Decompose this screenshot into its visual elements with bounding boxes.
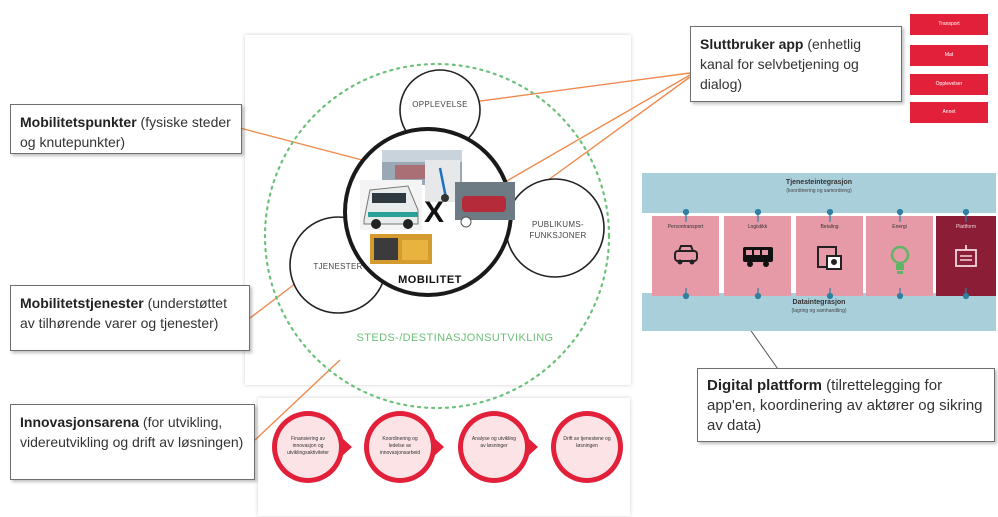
callout-sluttbruker-app: Sluttbruker app (enhetlig kanal for selv… [690, 26, 902, 102]
app-menu-opplevelser[interactable]: Opplevelser [910, 74, 988, 95]
process-step-text: Analyse og utvikling av løsninger [471, 436, 517, 449]
outer-dotted-circle [263, 62, 611, 410]
process-step-text: Koordinering og ledelse av innovasjonsar… [379, 436, 421, 456]
connector-app-1 [457, 72, 691, 105]
callout-digital-plattform: Digital plattform (tilrettelegging for a… [697, 368, 995, 442]
callout-title: Innovasjonsarena [20, 414, 140, 430]
callout-title: Mobilitetspunkter [20, 114, 137, 130]
process-step-text: Finansiering av innovasjon og utviklings… [287, 436, 329, 456]
tile-label: Energi [892, 224, 907, 230]
center-title: MOBILITET [398, 274, 462, 286]
connector-mobilitetspunkter [239, 127, 363, 161]
band-dataintegrasjon: Dataintegrasjon (lagring og samhandling) [642, 293, 996, 331]
lightbulb-icon [890, 245, 909, 274]
car-icon [673, 245, 698, 265]
process-step-1: Finansiering av innovasjon og utviklings… [271, 410, 345, 484]
tile-logistikk: Logistikk [724, 216, 791, 296]
band-title: Tjenesteintegrasjon [785, 179, 853, 186]
callout-innovasjonsarena: Innovasjonsarena (for utvikling, videreu… [10, 404, 255, 480]
callout-text: (fysiske steder og knutepunkter) [20, 114, 231, 150]
tile-label: Betaling [820, 224, 839, 230]
tile-energi: Energi [866, 216, 933, 296]
tile-label: Plattform [955, 224, 976, 230]
tile-persontransport: Persontransport [652, 216, 719, 296]
tile-label: Persontransport [667, 224, 704, 230]
callout-mobilitetstjenester: Mobilitetstjenester (understøttet av til… [10, 285, 250, 351]
callout-title: Digital plattform [707, 377, 822, 394]
callout-text: (enhetlig kanal for selvbetjening og dia… [700, 36, 862, 92]
process-step-3: Analyse og utvikling av løsninger [457, 410, 531, 484]
callout-mobilitetspunkter: Mobilitetspunkter (fysiske steder og knu… [10, 104, 242, 154]
tile-plattform: Plattform [936, 216, 996, 296]
connector-innovasjonsarena [254, 359, 341, 441]
callout-text: (understøttet av tilhørende varer og tje… [20, 295, 227, 331]
callout-title: Sluttbruker app [700, 36, 804, 52]
platform-icon [955, 245, 977, 267]
circle-tjenester-label: TJENESTER [313, 262, 363, 271]
process-step-2: Koordinering og ledelse av innovasjonsar… [363, 410, 437, 484]
tile-betaling: Betaling [796, 216, 863, 296]
band-subtitle: (koordinering og samordning) [786, 188, 852, 194]
callout-text: (tilrettelegging for app'en, koordinerin… [707, 377, 983, 434]
callout-text: (for utvikling, videreutvikling og drift… [20, 414, 244, 450]
circle-opplevelse-label: OPPLEVELSE [412, 100, 468, 109]
tile-label: Logistikk [747, 224, 768, 230]
payment-icon [816, 246, 842, 270]
center-symbol: X [424, 196, 445, 229]
process-step-text: Drift av tjenestene og løsningen [563, 436, 611, 449]
callout-title: Mobilitetstjenester [20, 295, 144, 311]
band-subtitle: (lagring og samhandling) [791, 308, 847, 314]
band-tjenesteintegrasjon: Tjenesteintegrasjon (koordinering og sam… [642, 173, 996, 213]
band-title: Dataintegrasjon [792, 299, 846, 306]
process-step-4: Drift av tjenestene og løsningen [550, 410, 624, 484]
app-menu-transport[interactable]: Transport [910, 14, 988, 35]
app-menu-mat[interactable]: Mat [910, 45, 988, 66]
outer-circle-label: STEDS-/DESTINASJONSUTVIKLING [356, 332, 554, 344]
bus-icon [742, 247, 773, 267]
connector-mobilitetstjenester [249, 279, 301, 319]
app-menu-annet[interactable]: Annet [910, 102, 988, 123]
circle-publikum-label: PUBLIKUMS-FUNKSJONER [529, 220, 587, 240]
